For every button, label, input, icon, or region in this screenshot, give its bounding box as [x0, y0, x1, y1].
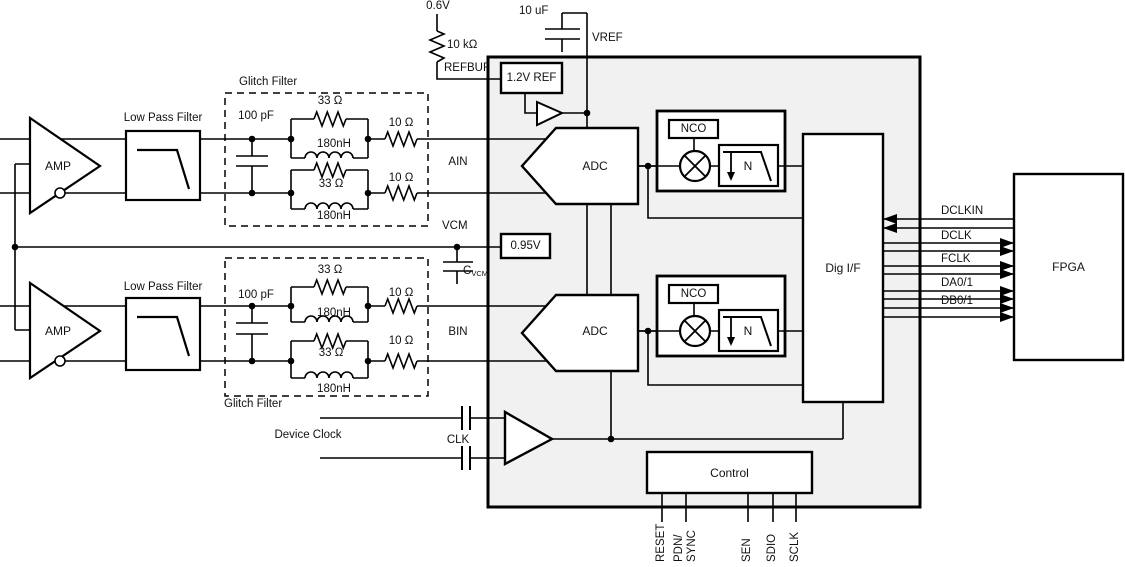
lpf-b-curve [137, 315, 191, 357]
pin-pdn-sync-label: PDN/ SYNC [673, 530, 698, 562]
glitch-filter-a-label: Glitch Filter [239, 76, 298, 88]
adc-b-label: ADC [582, 324, 608, 338]
ref-1v2-box [499, 61, 564, 95]
decimation-a-slope [723, 151, 772, 182]
cap-100pf-a-label: 100 pF [238, 110, 274, 122]
r33-a2-label: 33 Ω [318, 178, 344, 190]
control-label: Control [710, 465, 749, 480]
glitch-filter-b-box [224, 257, 429, 397]
supply-0v6-label: 0.6V [426, 0, 450, 12]
nco-b-label: NCO [680, 288, 707, 300]
l180-b1-label: 180nH [317, 307, 351, 319]
r33-b1-label: 33 Ω [317, 264, 343, 276]
amp-a-label: AMP [44, 159, 71, 173]
clk-buffer-triangle [503, 409, 555, 466]
adc-a-label: ADC [582, 159, 608, 173]
l180-a2-label: 180nH [317, 210, 351, 222]
vcm-0v95-label: 0.95V [510, 240, 541, 252]
dec-n-b-label: N [743, 324, 753, 338]
cap-10uf-label: 10 uF [519, 5, 549, 17]
l180-a1-label: 180nH [317, 138, 351, 150]
decimation-b-slope [723, 316, 772, 347]
pin-sen-label: SEN [741, 538, 753, 562]
glitch-filter-b-label: Glitch Filter [224, 398, 283, 410]
resistor-10k [427, 30, 447, 63]
device-clock-label: Device Clock [274, 429, 342, 441]
r33-a1-label: 33 Ω [317, 95, 343, 107]
fpga-block [1012, 172, 1125, 362]
dig-if-label: Dig I/F [825, 261, 861, 275]
amp-b-label: AMP [44, 324, 71, 338]
ref-buffer-triangle [536, 100, 565, 127]
r10-a1-label: 10 Ω [388, 117, 414, 129]
pin-clk-label: CLK [446, 434, 470, 446]
net-vref-label: VREF [592, 32, 623, 44]
l180-b2-label: 180nH [317, 383, 351, 395]
r10-a2-label: 10 Ω [388, 172, 414, 184]
nco-a-label: NCO [680, 123, 707, 135]
signal-dclkin-label: DCLKIN [941, 205, 984, 217]
block-internals [54, 118, 785, 367]
lpf-b-box [124, 296, 202, 372]
junction-dots [11, 109, 652, 443]
lpf-a-label: Low Pass Filter [123, 112, 203, 124]
ref-1v2-label: 1.2V REF [506, 72, 557, 84]
signal-db01-label: DB0/1 [941, 295, 973, 307]
cap-cvcm-label: CVCM [463, 265, 488, 278]
glitch-filter-a-components [236, 118, 369, 210]
lpf-a-curve [137, 148, 191, 190]
r33-b2-label: 33 Ω [318, 347, 344, 359]
pin-ain-label: AIN [448, 156, 468, 168]
nco-b-label-box [667, 283, 720, 305]
dig-if-block [801, 132, 885, 404]
nco-a-label-box [667, 118, 720, 140]
amp-a-bubble [54, 187, 66, 199]
amp-b-bubble [54, 355, 66, 367]
pin-sdio-label: SDIO [766, 533, 778, 562]
signal-fclk-label: FCLK [941, 253, 971, 265]
pin-sclk-label: SCLK [789, 531, 801, 562]
down-arrow-a-icon [727, 172, 735, 181]
lpf-b-label: Low Pass Filter [123, 281, 203, 293]
r10-b2-label: 10 Ω [388, 335, 414, 347]
pin-reset-label: RESET [655, 523, 667, 562]
cap-100pf-b-label: 100 pF [238, 289, 274, 301]
signal-da01-label: DA0/1 [941, 277, 973, 289]
net-refbuf-label: REFBUF [444, 62, 490, 74]
dec-n-a-label: N [743, 159, 753, 173]
r10-b1-label: 10 Ω [388, 287, 414, 299]
fpga-label: FPGA [1052, 260, 1085, 274]
lpf-a-box [124, 129, 202, 202]
control-block [645, 450, 814, 495]
signal-dclk-label: DCLK [941, 230, 972, 242]
glitch-filter-a-box [224, 92, 429, 227]
vcm-0v95-box [499, 232, 552, 260]
net-vcm-label: VCM [442, 220, 468, 232]
pin-bin-label: BIN [448, 326, 468, 338]
down-arrow-b-icon [727, 337, 735, 346]
adc-b-pentagon [520, 293, 640, 373]
amp-b-triangle [28, 280, 102, 381]
resistor-10k-label: 10 kΩ [447, 39, 478, 51]
amp-a-triangle [28, 115, 102, 216]
